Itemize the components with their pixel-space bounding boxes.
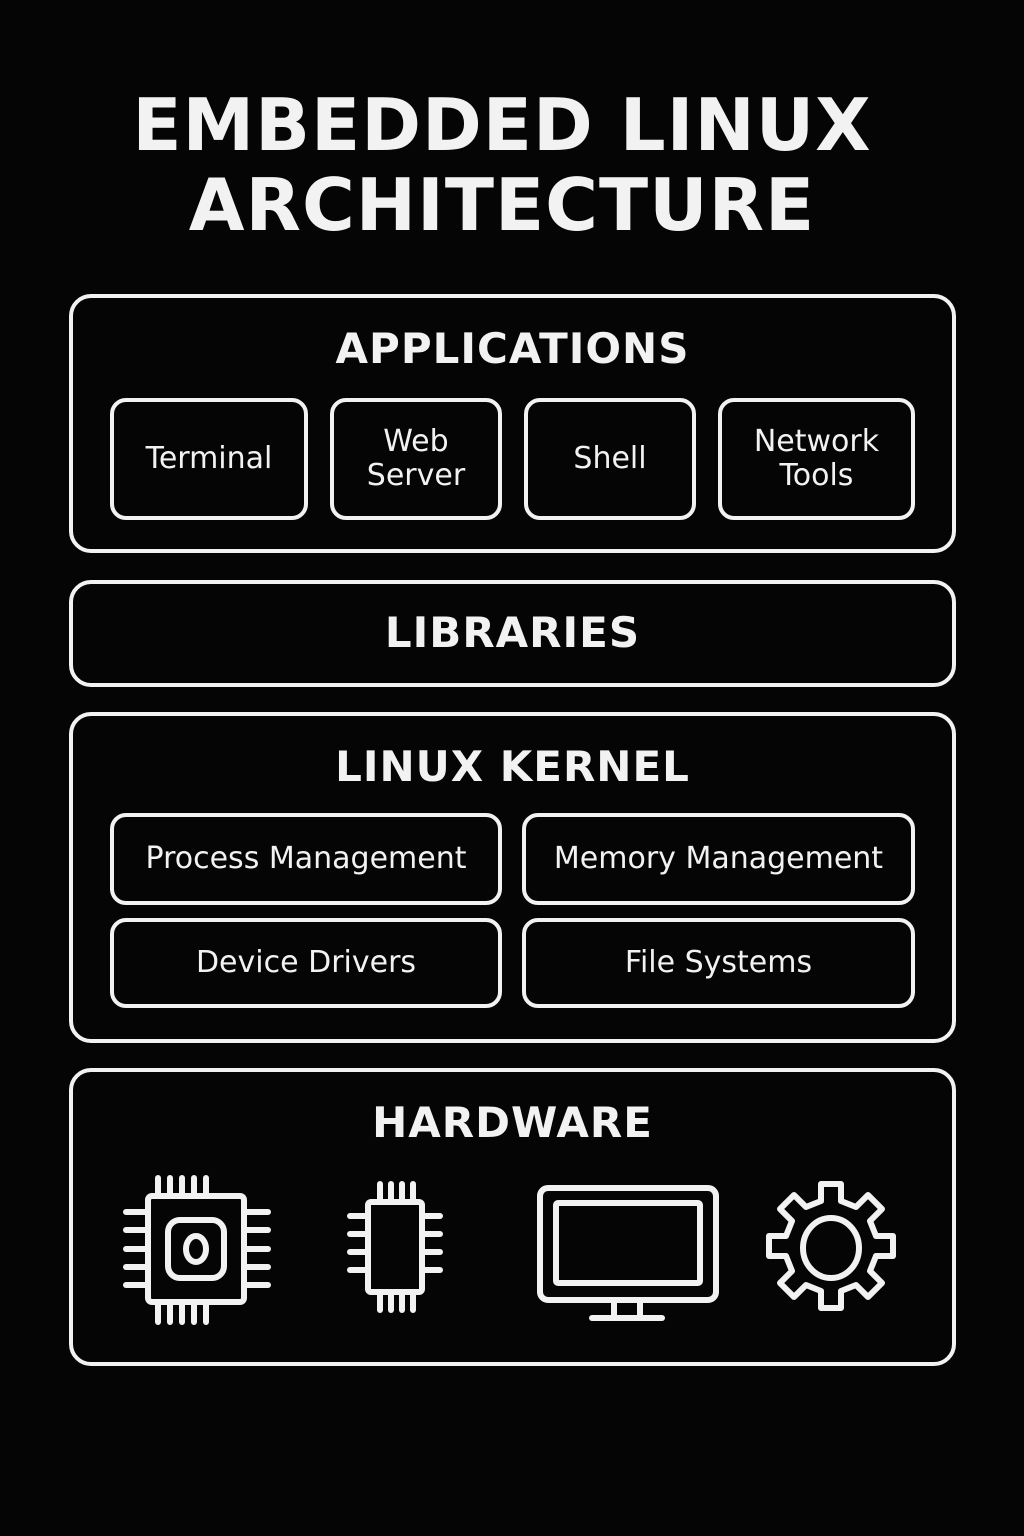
kernel-heading: LINUX KERNEL [335,742,690,791]
title-line-1: EMBEDDED LINUX [132,83,872,167]
applications-layer: APPLICATIONS [69,294,956,553]
libraries-heading: LIBRARIES [384,608,641,657]
kernel-file-systems: File Systems [522,918,915,1008]
kernel-process-management: Process Management [110,813,502,905]
hardware-heading: HARDWARE [372,1098,653,1147]
app-label: Network Tools [753,424,880,493]
gear-icon [766,1181,896,1311]
app-shell: Shell [524,398,696,520]
app-terminal: Terminal [110,398,308,520]
app-label: Web Server [366,424,466,493]
kernel-label: Device Drivers [195,945,417,980]
hardware-layer: HARDWARE [69,1068,956,1366]
app-label: Terminal [145,441,273,476]
processor-icon [123,1175,271,1325]
app-web-server: Web Server [330,398,502,520]
app-label: Shell [573,441,647,476]
kernel-label: Process Management [145,841,467,876]
kernel-label: File Systems [624,945,813,980]
kernel-device-drivers: Device Drivers [110,918,502,1008]
applications-heading: APPLICATIONS [335,324,690,373]
title-line-2: ARCHITECTURE [188,163,816,247]
kernel-layer: LINUX KERNEL [69,712,956,1043]
app-network-tools: Network Tools [718,398,915,520]
kernel-label: Memory Management [553,841,884,876]
monitor-icon [537,1185,719,1321]
kernel-memory-management: Memory Management [522,813,915,905]
libraries-layer: LIBRARIES [69,580,956,687]
chip-icon [347,1181,443,1313]
